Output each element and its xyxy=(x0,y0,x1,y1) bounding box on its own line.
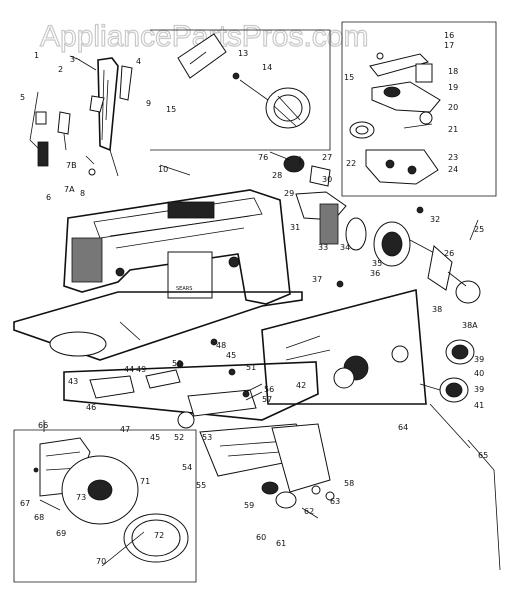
callout-73: 73 xyxy=(76,493,86,502)
callout-31: 31 xyxy=(290,223,300,232)
callout-15: 15 xyxy=(166,105,176,114)
callout-3: 3 xyxy=(70,55,75,64)
callout-52: 52 xyxy=(174,433,184,442)
callout-13: 13 xyxy=(238,49,248,58)
machine-brand-marking: SEARS xyxy=(176,286,192,292)
callout-24: 24 xyxy=(448,165,458,174)
machine-base xyxy=(13,291,303,361)
callout-66: 66 xyxy=(38,421,48,430)
callout-34: 34 xyxy=(340,243,350,252)
callout-33: 33 xyxy=(318,243,328,252)
callout-35: 35 xyxy=(372,259,382,268)
callout-58: 58 xyxy=(344,479,354,488)
callout-50: 50 xyxy=(172,359,182,368)
callout-48: 48 xyxy=(216,341,226,350)
callout-38: 38 xyxy=(432,305,442,314)
callout-60: 60 xyxy=(256,533,266,542)
callout-labels: 1 2 3 4 5 6 7A 7B 8 9 10 13 14 15 15 16 … xyxy=(20,31,488,566)
callout-25: 25 xyxy=(474,225,484,234)
control-panel-plate xyxy=(261,288,475,405)
callout-23: 23 xyxy=(448,153,458,162)
callout-14: 14 xyxy=(262,63,272,72)
callout-41: 41 xyxy=(474,401,484,410)
callout-4: 4 xyxy=(136,57,141,66)
callout-56: 56 xyxy=(264,385,274,394)
callout-39: 39 xyxy=(474,355,484,364)
callout-67: 67 xyxy=(20,499,30,508)
callout-43: 43 xyxy=(68,377,78,386)
callout-63: 63 xyxy=(330,497,340,506)
callout-61: 61 xyxy=(276,539,286,548)
callout-18: 18 xyxy=(448,67,458,76)
callout-15b: 15 xyxy=(344,73,354,82)
callout-17: 17 xyxy=(444,41,454,50)
callout-45b: 45 xyxy=(150,433,160,442)
callout-2: 2 xyxy=(58,65,63,74)
callout-68: 68 xyxy=(34,513,44,522)
callout-32: 32 xyxy=(430,215,440,224)
callout-64: 64 xyxy=(398,423,408,432)
callout-57: 57 xyxy=(262,395,272,404)
callout-5: 5 xyxy=(20,93,25,102)
callout-20: 20 xyxy=(448,103,458,112)
bobbin-winder-box xyxy=(150,29,331,151)
needle-bar-assembly xyxy=(29,55,133,177)
callout-54: 54 xyxy=(182,463,192,472)
callout-46: 46 xyxy=(86,403,96,412)
callout-10: 10 xyxy=(158,165,168,174)
callout-39b: 39 xyxy=(474,385,484,394)
callout-65: 65 xyxy=(478,451,488,460)
main-shaft-assembly xyxy=(283,155,481,304)
callout-62: 62 xyxy=(304,507,314,516)
callout-53: 53 xyxy=(202,433,212,442)
upper-tension-box xyxy=(341,21,497,197)
callout-36: 36 xyxy=(370,269,380,278)
callout-38a: 38A xyxy=(462,321,478,330)
callout-51: 51 xyxy=(246,363,256,372)
callout-40: 40 xyxy=(474,369,484,378)
callout-47: 47 xyxy=(120,425,130,434)
callout-70: 70 xyxy=(96,557,106,566)
callout-59: 59 xyxy=(244,501,254,510)
callout-26: 26 xyxy=(444,249,454,258)
callout-1: 1 xyxy=(34,51,39,60)
callout-30: 30 xyxy=(322,175,332,184)
callout-22: 22 xyxy=(346,159,356,168)
callout-19: 19 xyxy=(448,83,458,92)
callout-44: 44 xyxy=(124,365,134,374)
callout-21: 21 xyxy=(448,125,458,134)
callout-8: 8 xyxy=(80,189,85,198)
callout-27: 27 xyxy=(322,153,332,162)
callout-55: 55 xyxy=(196,481,206,490)
callout-7a: 7A xyxy=(64,185,75,194)
callout-69: 69 xyxy=(56,529,66,538)
callout-6: 6 xyxy=(46,193,51,202)
callout-71: 71 xyxy=(140,477,150,486)
callout-29: 29 xyxy=(284,189,294,198)
callout-16: 16 xyxy=(444,31,454,40)
callout-9: 9 xyxy=(146,99,151,108)
callout-45: 45 xyxy=(226,351,236,360)
callout-72: 72 xyxy=(154,531,164,540)
bobbin-case-inset xyxy=(13,429,197,583)
machine-head: SEARS xyxy=(63,189,291,305)
callout-leaders xyxy=(43,151,501,571)
feed-mechanism xyxy=(63,338,335,519)
callout-28: 28 xyxy=(272,171,282,180)
callout-7b: 7B xyxy=(66,161,77,170)
callout-42: 42 xyxy=(296,381,306,390)
callout-49: 49 xyxy=(136,365,146,374)
callout-76: 76 xyxy=(258,153,268,162)
callout-37: 37 xyxy=(312,275,322,284)
